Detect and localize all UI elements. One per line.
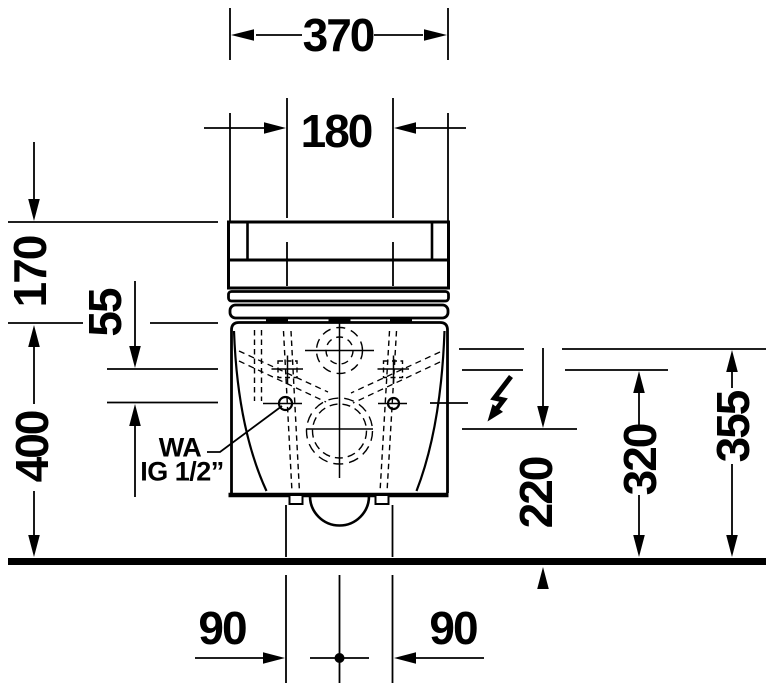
dim-drain-height: 220 (510, 457, 562, 528)
centerlines (263, 322, 409, 478)
dim-rim-height: 400 (6, 411, 58, 482)
dim-tank-height: 170 (4, 236, 56, 307)
water-connection-label-line1: WA (159, 432, 202, 462)
center-point-dot (334, 653, 345, 663)
right-connection-circle (386, 396, 401, 411)
dimension-lines (8, 8, 766, 683)
cistern-box (227, 220, 450, 290)
dim-bolt-right-offset: 90 (429, 602, 477, 654)
water-connection-pointer-line (207, 405, 283, 453)
dim-connection-offset: 55 (79, 288, 131, 337)
lid-bar (227, 290, 450, 303)
bolt-cap-left (288, 494, 304, 505)
water-connection-circle (277, 395, 294, 412)
dim-bolt-left-offset: 90 (198, 602, 246, 654)
dimension-arrowheads (28, 29, 738, 664)
seat-buffers (266, 318, 412, 323)
toilet-outline (227, 220, 450, 527)
dim-seat-height: 355 (707, 390, 759, 462)
water-connection-label-line2: IG 1/2” (140, 456, 224, 486)
dim-overall-width: 370 (303, 9, 374, 61)
dimension-labels: 370 180 170 55 400 220 320 355 90 90 WA … (4, 9, 759, 654)
dim-connection-height: 320 (614, 424, 666, 495)
dim-bolt-spacing: 180 (301, 105, 372, 157)
bowl-bottom-arc (308, 495, 371, 527)
bolt-cap-right (374, 494, 390, 505)
power-connection-icon (487, 374, 513, 422)
seat-bar (228, 303, 450, 320)
